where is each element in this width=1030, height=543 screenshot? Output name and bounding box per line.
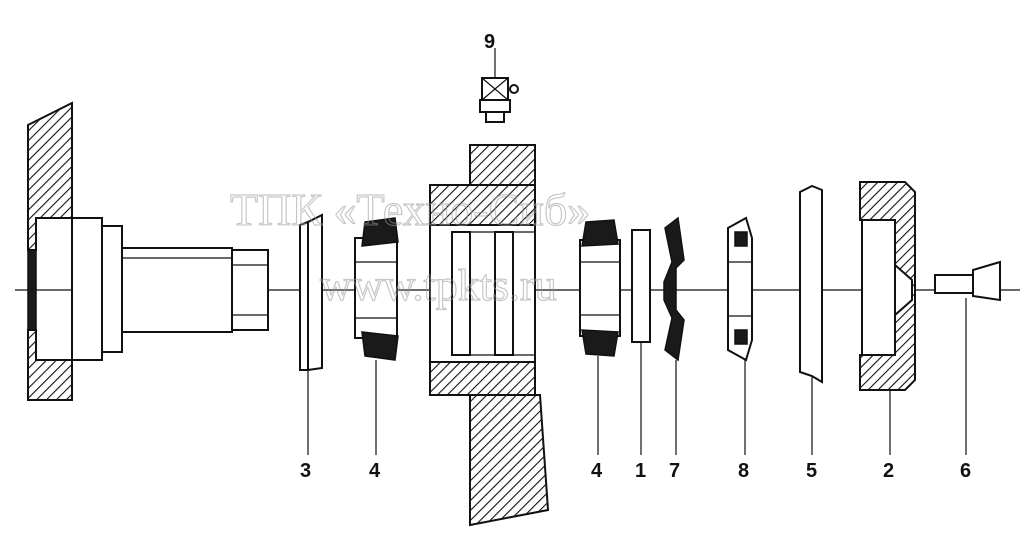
part-5-gasket bbox=[799, 184, 823, 455]
part-9-grease-fitting bbox=[479, 48, 519, 123]
callout-3: 3 bbox=[300, 460, 311, 482]
callout-4-right: 4 bbox=[591, 460, 603, 482]
part-6-bolt bbox=[934, 260, 1001, 455]
wheel-hub bbox=[429, 144, 550, 527]
callout-4-left: 4 bbox=[369, 460, 381, 482]
callout-7: 7 bbox=[669, 460, 680, 482]
watermark-url: www.tpkts.ru bbox=[320, 261, 557, 310]
part-2-hub-cap bbox=[859, 181, 916, 455]
callout-8: 8 bbox=[738, 460, 749, 482]
part-4-bearing-left bbox=[354, 217, 399, 455]
part-8-nut bbox=[727, 216, 753, 455]
part-3-washer bbox=[299, 213, 323, 455]
callout-9: 9 bbox=[484, 31, 495, 53]
part-1-washer bbox=[631, 229, 651, 455]
axle-shaft bbox=[121, 247, 269, 333]
part-4-bearing-right bbox=[579, 219, 621, 455]
callout-1: 1 bbox=[635, 460, 646, 482]
callout-2: 2 bbox=[883, 460, 894, 482]
left-housing bbox=[27, 101, 123, 401]
callout-5: 5 bbox=[806, 460, 817, 482]
watermark-company: ТПК «Техно-Сиб» bbox=[230, 184, 590, 235]
callout-6: 6 bbox=[960, 460, 971, 482]
part-7-lock-plate bbox=[663, 216, 685, 455]
